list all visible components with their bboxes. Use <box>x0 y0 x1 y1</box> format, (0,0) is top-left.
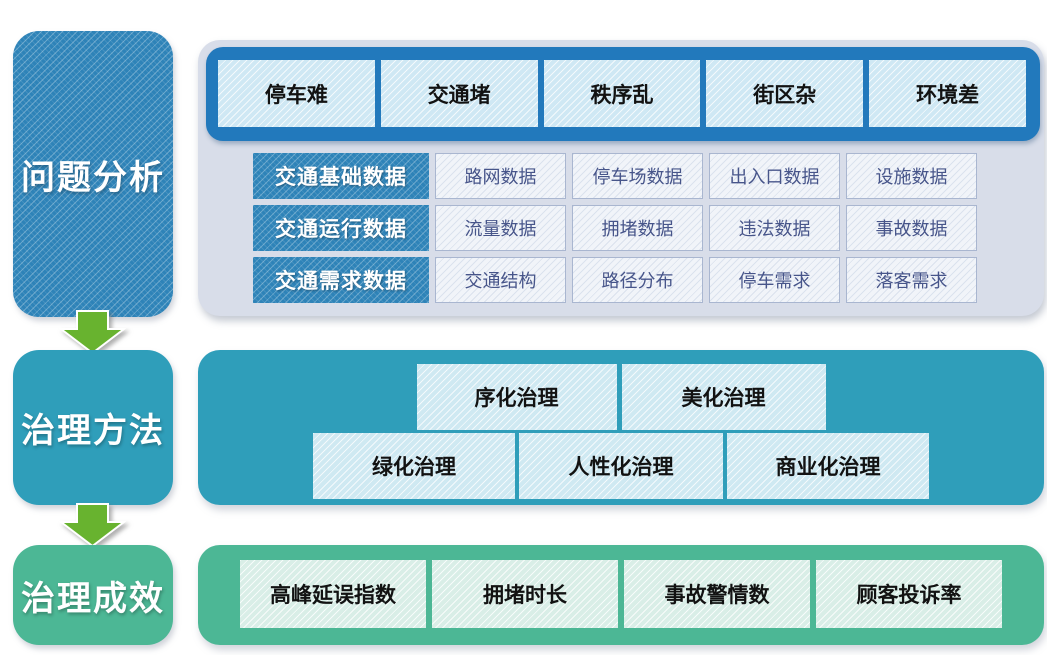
problem-cell-congestion: 交通堵 <box>380 60 538 127</box>
data-cell: 路径分布 <box>572 257 703 303</box>
stage-label-governance-effects: 治理成效 <box>21 579 165 618</box>
stage-label-problem-analysis: 问题分析 <box>21 158 165 197</box>
method-cell-greening: 绿化治理 <box>313 433 515 499</box>
data-cell: 路网数据 <box>435 153 566 199</box>
data-cell: 违法数据 <box>709 205 840 251</box>
problem-cell-environment: 环境差 <box>869 60 1026 127</box>
data-cell: 落客需求 <box>846 257 977 303</box>
stage-box-governance-methods: 治理方法 <box>13 350 173 505</box>
down-arrow-icon <box>59 503 126 547</box>
data-cell: 停车需求 <box>709 257 840 303</box>
problem-analysis-panel: 停车难 交通堵 秩序乱 街区杂 环境差 交通基础数据 路网数据 停车场数据 出入… <box>198 40 1044 316</box>
effect-cell-congestion-duration: 拥堵时长 <box>432 560 618 628</box>
data-cell: 事故数据 <box>846 205 977 251</box>
effect-cell-customer-complaints: 顾客投诉率 <box>816 560 1002 628</box>
method-cell-humanization: 人性化治理 <box>519 433 723 499</box>
problem-cell-parking: 停车难 <box>218 60 375 127</box>
data-cell: 交通结构 <box>435 257 566 303</box>
effect-cell-accident-alarms: 事故警情数 <box>624 560 810 628</box>
effect-cell-peak-delay-index: 高峰延误指数 <box>240 560 426 628</box>
traffic-data-grid: 交通基础数据 路网数据 停车场数据 出入口数据 设施数据 交通运行数据 流量数据… <box>253 153 977 303</box>
data-cell: 设施数据 <box>846 153 977 199</box>
method-cell-ordering: 序化治理 <box>416 364 617 430</box>
stage-box-problem-analysis: 问题分析 <box>13 31 173 317</box>
governance-methods-panel: 序化治理 美化治理 绿化治理 人性化治理 商业化治理 <box>198 350 1044 505</box>
data-cell: 停车场数据 <box>572 153 703 199</box>
down-arrow-icon <box>59 310 126 354</box>
category-cell-operation-data: 交通运行数据 <box>253 205 429 251</box>
problem-cell-disorder: 秩序乱 <box>543 60 701 127</box>
governance-effects-panel: 高峰延误指数 拥堵时长 事故警情数 顾客投诉率 <box>198 545 1044 645</box>
method-cell-commercialization: 商业化治理 <box>727 433 929 499</box>
data-cell: 拥堵数据 <box>572 205 703 251</box>
methods-row-2: 绿化治理 人性化治理 商业化治理 <box>198 433 1044 499</box>
stage-label-governance-methods: 治理方法 <box>21 412 165 450</box>
stage-box-governance-effects: 治理成效 <box>13 545 173 645</box>
problems-bar: 停车难 交通堵 秩序乱 街区杂 环境差 <box>206 47 1040 141</box>
methods-row-1: 序化治理 美化治理 <box>198 364 1044 430</box>
category-cell-demand-data: 交通需求数据 <box>253 257 429 303</box>
effects-row: 高峰延误指数 拥堵时长 事故警情数 顾客投诉率 <box>198 560 1044 628</box>
data-cell: 流量数据 <box>435 205 566 251</box>
problem-cell-clutter: 街区杂 <box>706 60 864 127</box>
data-cell: 出入口数据 <box>709 153 840 199</box>
method-cell-beautification: 美化治理 <box>621 364 826 430</box>
category-cell-basic-data: 交通基础数据 <box>253 153 429 199</box>
